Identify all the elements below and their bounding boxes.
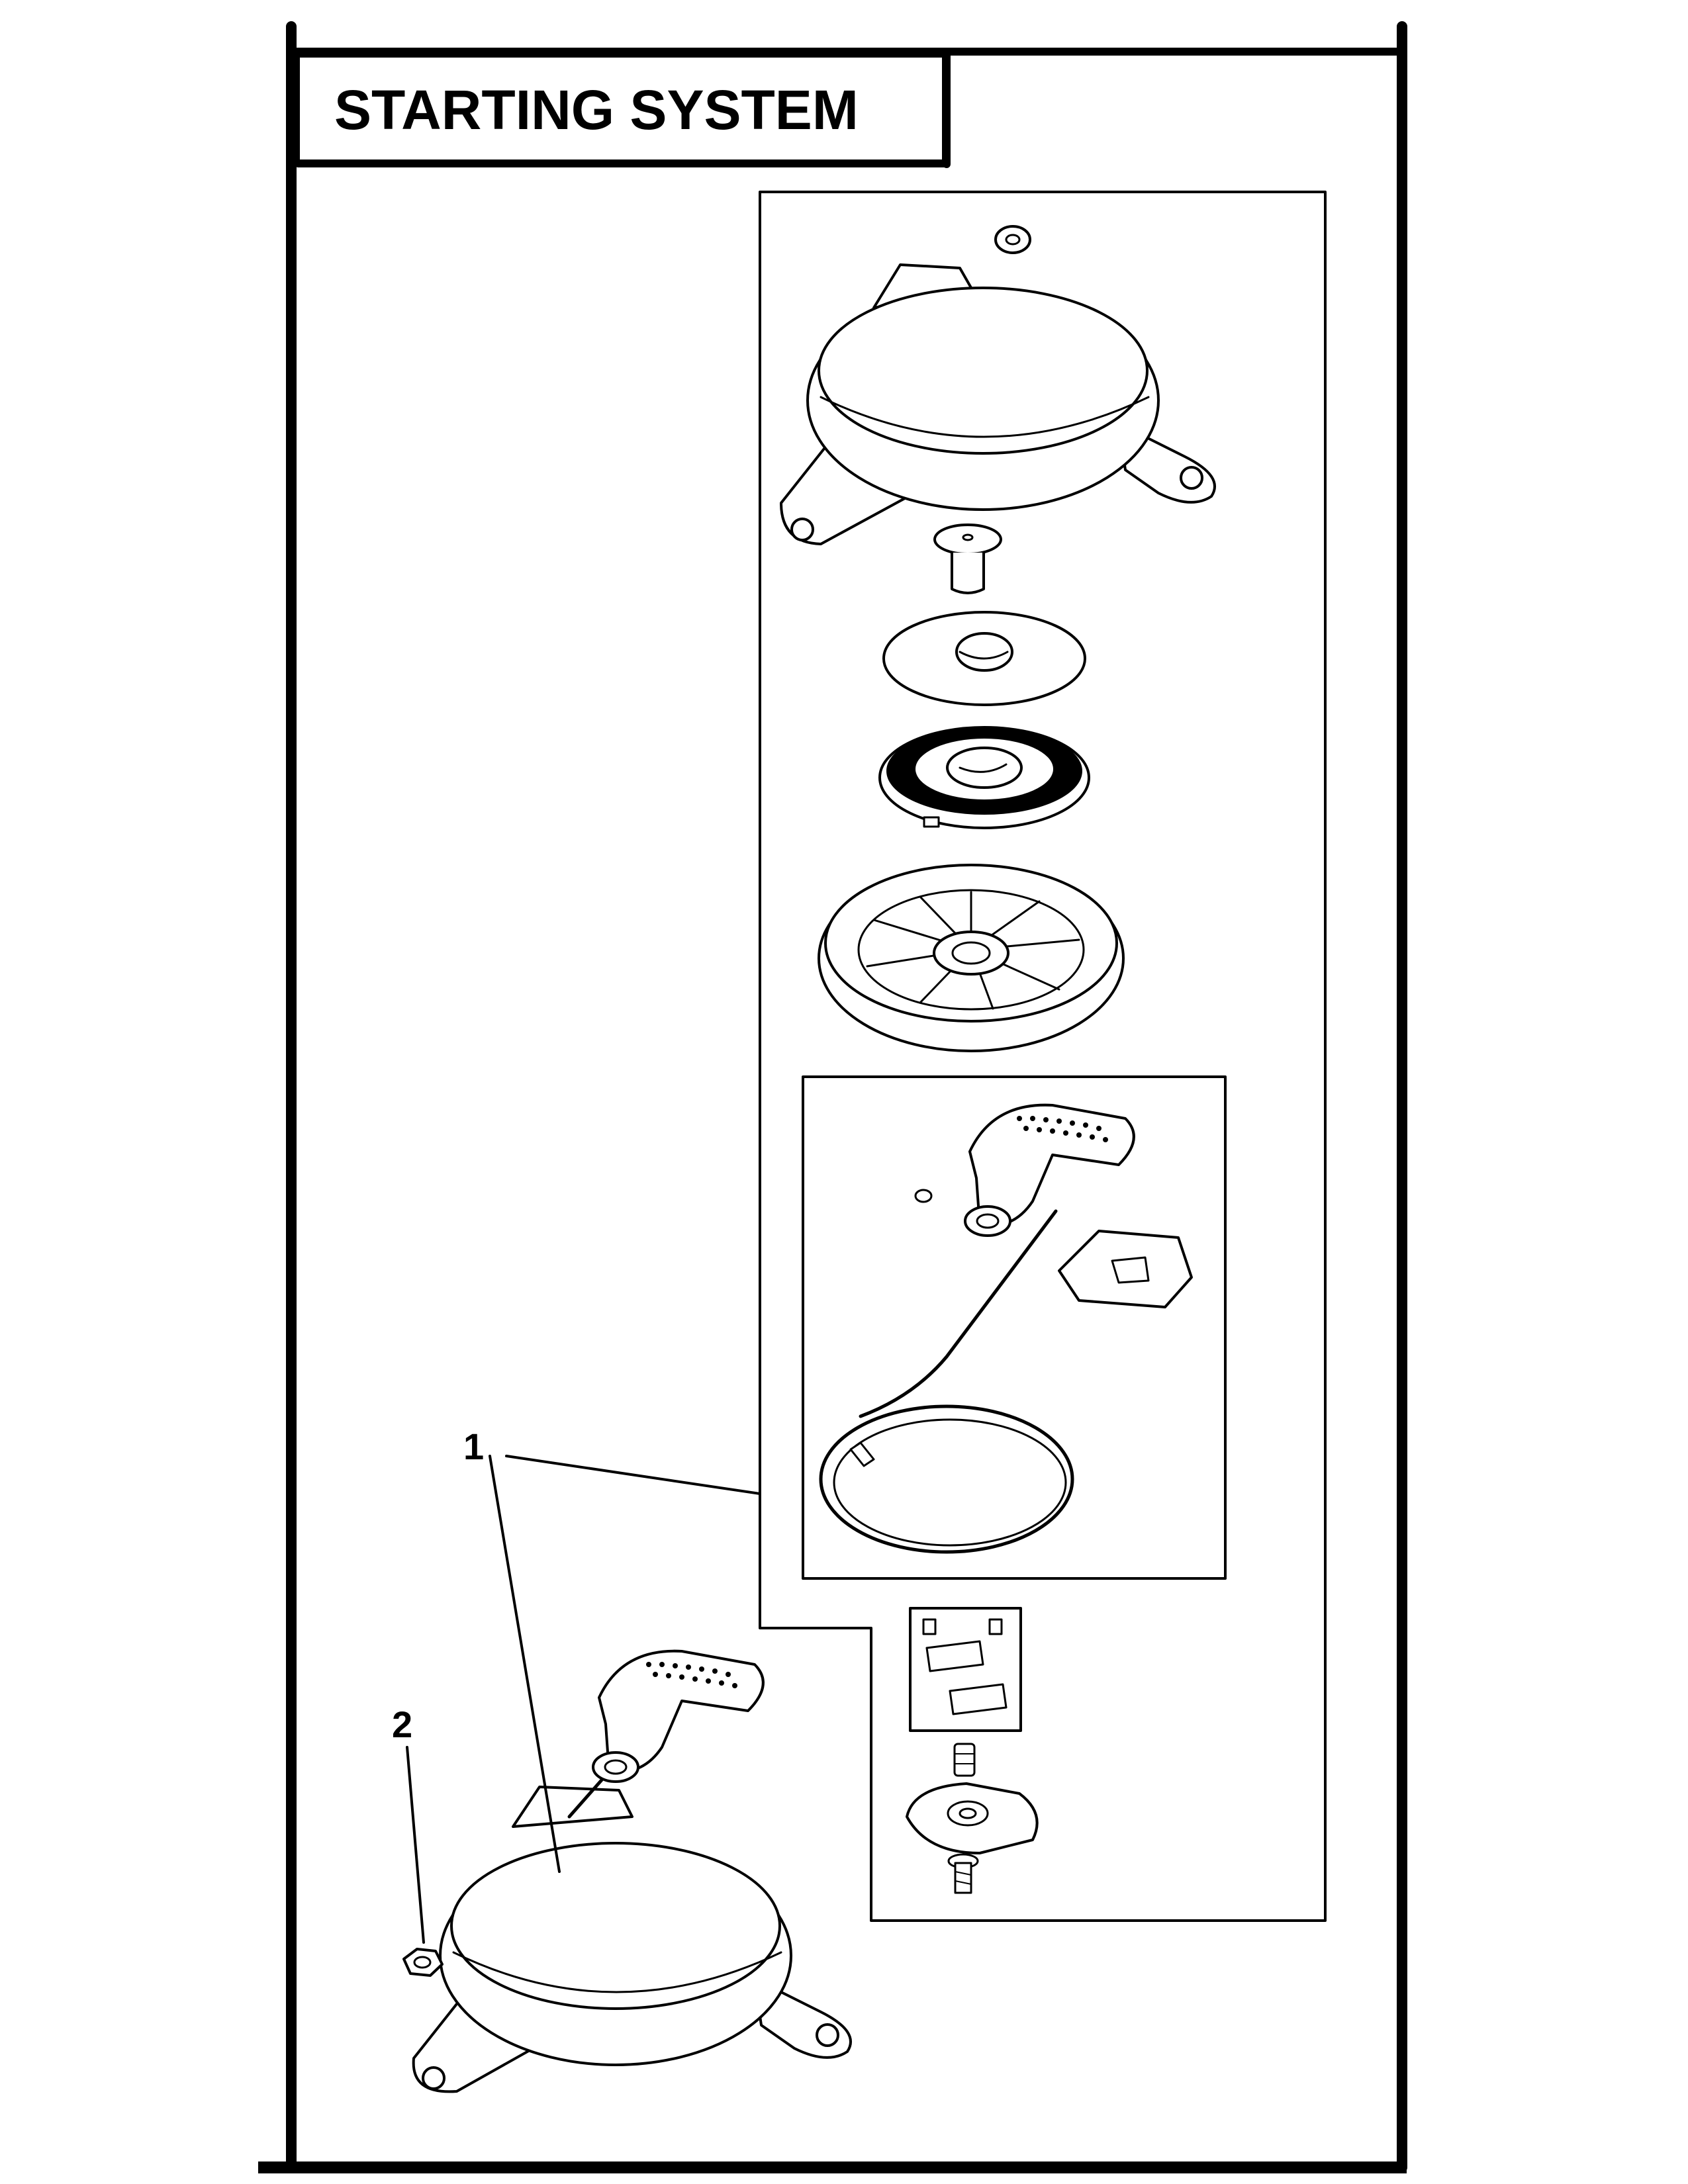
hex-nut-part [402, 1948, 444, 1977]
title-box: STARTING SYSTEM [295, 52, 951, 168]
assembled-starter-part [412, 1649, 852, 2093]
ratchet-spring-part [953, 1743, 976, 1777]
recoil-spring-part [878, 726, 1090, 829]
rope-insert-part [1058, 1230, 1193, 1308]
page-frame [258, 21, 1407, 2173]
spring-cover-part [882, 611, 1086, 706]
assembly-boundary [759, 191, 1327, 1922]
callout-2-label: 2 [392, 1704, 412, 1745]
ratchet-screw-part [947, 1853, 979, 1894]
rope-pulley-part [818, 864, 1125, 1052]
top-nut-part [994, 225, 1031, 254]
rope-handle-part [914, 1103, 1135, 1237]
callout-1-leaders [489, 1455, 761, 1873]
page-title: STARTING SYSTEM [334, 79, 859, 141]
starter-rope-part [819, 1209, 1074, 1554]
pawl-kit-box [909, 1607, 1022, 1732]
pawl-kit-part [922, 1618, 1008, 1715]
callout-2-leader [406, 1746, 425, 1944]
shaft-part [933, 523, 1002, 594]
callout-1-label: 1 [463, 1426, 484, 1467]
rope-kit-box [802, 1075, 1227, 1580]
ratchet-part [906, 1782, 1039, 1854]
starter-housing-part [780, 263, 1216, 545]
